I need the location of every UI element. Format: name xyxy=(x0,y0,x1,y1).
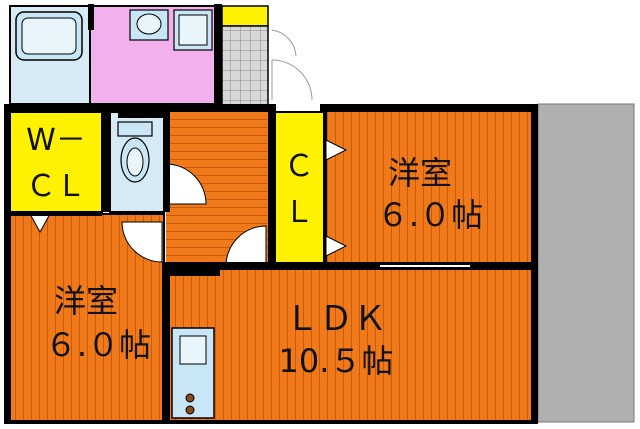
basin-bowl-icon xyxy=(136,13,162,35)
walls xyxy=(4,4,538,424)
entrance-floor xyxy=(221,25,269,107)
entrance-door-swing-2 xyxy=(271,29,297,57)
entrance-door-swing xyxy=(271,59,313,101)
bedroom-right-size: ６.０帖 xyxy=(377,196,483,234)
closet-label-line1: Ｃ xyxy=(284,149,314,184)
stove-burner-icon xyxy=(185,393,195,403)
toilet-door-swing xyxy=(165,163,207,205)
toilet-tank-icon xyxy=(117,121,153,137)
wic-label-line2: ＣＬ xyxy=(26,169,86,204)
closet xyxy=(273,111,325,265)
kitchen-sink-icon xyxy=(179,335,207,365)
closet-door-marker-top xyxy=(325,139,348,161)
bedroom-right-name: 洋室 xyxy=(388,154,452,192)
bathtub-inner xyxy=(21,17,77,55)
bedroom-left-size: ６.０帖 xyxy=(45,326,151,364)
hall-door-swing xyxy=(225,225,267,267)
balcony xyxy=(537,103,635,423)
bedroom-right xyxy=(325,109,533,267)
wic-label-line1: W－ xyxy=(26,123,86,158)
bedroom-door-swing xyxy=(121,221,163,263)
ldk-size: 10.５帖 xyxy=(279,342,394,380)
closet-label-line2: Ｌ xyxy=(284,195,314,230)
closet-door-marker-bottom xyxy=(325,235,348,257)
bedroom-left-name: 洋室 xyxy=(54,282,118,320)
washing-machine-inner xyxy=(178,14,208,46)
stove-burner-icon-2 xyxy=(185,405,195,415)
entrance-shoe-box xyxy=(221,5,269,27)
ldk-name: ＬＤＫ xyxy=(285,299,387,339)
walk-in-closet xyxy=(9,111,103,213)
